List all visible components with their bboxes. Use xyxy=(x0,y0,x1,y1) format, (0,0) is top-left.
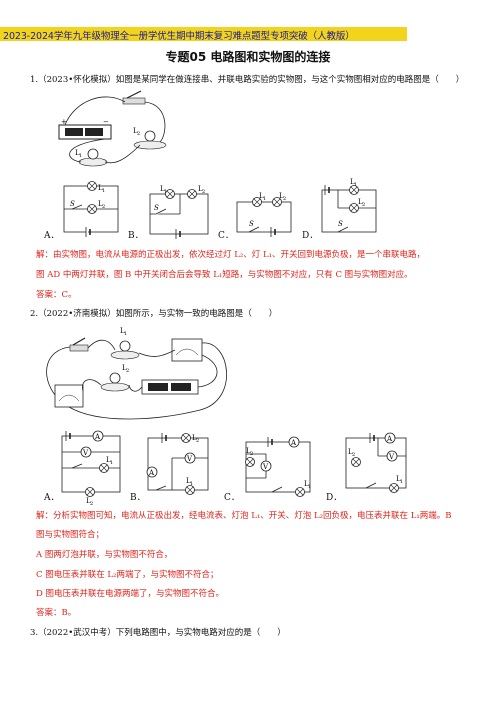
svg-text:S: S xyxy=(154,204,159,212)
svg-text:V: V xyxy=(186,455,193,463)
question-2-text: 2.（2022•济南模拟）如图所示，与实物一致的电路图是（ ） xyxy=(30,309,278,319)
svg-text:2: 2 xyxy=(137,131,140,137)
svg-text:2: 2 xyxy=(90,501,93,507)
q1-option-a-label: A． xyxy=(44,231,60,241)
svg-text:L: L xyxy=(259,192,264,200)
svg-text:L: L xyxy=(75,149,80,157)
svg-text:L: L xyxy=(304,480,309,488)
svg-text:A: A xyxy=(290,439,297,447)
svg-text:A: A xyxy=(148,469,155,477)
q2-explanation-line-5: D 图电压表并联在电源两端了，与实物图不符合。 xyxy=(36,589,225,599)
svg-text:L: L xyxy=(98,184,103,192)
q1-explanation-line-2: 图 AD 中两灯并联，图 B 中开关闭合后会导致 L₁短路，与实物图不对应，只有… xyxy=(36,270,413,280)
q2-option-c-circuit: A L2 V L1 xyxy=(245,436,311,497)
svg-text:2: 2 xyxy=(352,452,355,458)
svg-text:1: 1 xyxy=(263,196,266,202)
svg-text:1: 1 xyxy=(164,189,167,195)
svg-text:L: L xyxy=(120,327,125,335)
q2-explanation-line-2: 图与实物图符合； xyxy=(36,530,105,540)
svg-text:S: S xyxy=(70,200,75,208)
svg-text:L: L xyxy=(160,185,165,193)
svg-text:L: L xyxy=(86,497,91,505)
svg-text:+: + xyxy=(61,118,67,126)
question-1-text: 1.（2023•怀化模拟）如图是某同学在做连接串、并联电路实验的实物图，与这个实… xyxy=(30,75,465,85)
q1-option-c-label: C． xyxy=(218,231,234,241)
svg-text:L: L xyxy=(279,192,284,200)
header-highlight xyxy=(0,27,407,41)
svg-text:S: S xyxy=(249,220,254,228)
svg-text:L: L xyxy=(133,127,138,135)
q1-explanation-line-1: 解：由实物图，电流从电源的正极出发，依次经过灯 L₂、灯 L₁、开关回到电源负极… xyxy=(36,250,426,260)
svg-text:−: − xyxy=(103,118,109,126)
svg-text:2: 2 xyxy=(362,202,365,208)
document-header: 2023-2024学年九年级物理全一册学优生期中期末复习难点题型专项突破（人教版… xyxy=(3,31,355,42)
page-title: 专题05 电路图和实物图的连接 xyxy=(165,50,331,64)
svg-text:A: A xyxy=(386,435,393,443)
q2-answer: 答案：B。 xyxy=(36,608,77,618)
q1-answer: 答案：C。 xyxy=(36,290,77,300)
svg-text:A: A xyxy=(94,433,101,441)
svg-text:L: L xyxy=(246,447,251,455)
svg-text:L: L xyxy=(358,198,363,206)
svg-text:2: 2 xyxy=(283,196,286,202)
svg-text:L: L xyxy=(98,200,103,208)
q1-option-b-label: B． xyxy=(128,231,144,241)
svg-text:1: 1 xyxy=(79,153,82,159)
question-3-text: 3.（2022•武汉中考）下列电路图中，与实物电路对应的是（ ） xyxy=(30,628,286,638)
q2-explanation-line-1: 解：分析实物图可知，电流从正极出发，经电流表、灯泡 L₁、开关、灯泡 L₂回负极… xyxy=(36,511,452,521)
svg-text:L: L xyxy=(192,434,197,442)
svg-text:S: S xyxy=(338,220,343,228)
svg-text:L: L xyxy=(396,475,401,483)
svg-text:1: 1 xyxy=(400,479,403,485)
svg-text:1: 1 xyxy=(124,331,127,337)
svg-text:1: 1 xyxy=(354,182,357,188)
svg-text:L: L xyxy=(106,456,111,464)
svg-text:2: 2 xyxy=(102,204,105,210)
svg-text:L: L xyxy=(186,477,191,485)
svg-text:V: V xyxy=(82,449,89,457)
svg-text:L: L xyxy=(350,178,355,186)
svg-text:2: 2 xyxy=(202,189,205,195)
svg-text:V: V xyxy=(262,463,269,471)
svg-text:2: 2 xyxy=(126,368,129,374)
svg-text:L: L xyxy=(348,448,353,456)
svg-text:L: L xyxy=(198,185,203,193)
svg-text:V: V xyxy=(388,453,395,461)
q2-explanation-line-3: A 图两灯泡并联，与实物图不符合， xyxy=(36,550,173,560)
q2-option-b-label: B． xyxy=(130,493,146,503)
svg-text:L: L xyxy=(122,364,127,372)
q2-option-d-label: D． xyxy=(326,493,343,503)
q2-explanation-line-4: C 图电压表并联在 L₂两端了，与实物图不符合； xyxy=(36,570,219,580)
svg-text:1: 1 xyxy=(308,484,311,490)
q1-option-d-label: D． xyxy=(302,231,319,241)
svg-text:2: 2 xyxy=(196,438,199,444)
q2-option-c-label: C． xyxy=(224,493,240,503)
svg-text:1: 1 xyxy=(110,460,113,466)
q2-option-a-label: A． xyxy=(44,493,60,503)
svg-text:1: 1 xyxy=(102,188,105,194)
svg-text:1: 1 xyxy=(190,481,193,487)
